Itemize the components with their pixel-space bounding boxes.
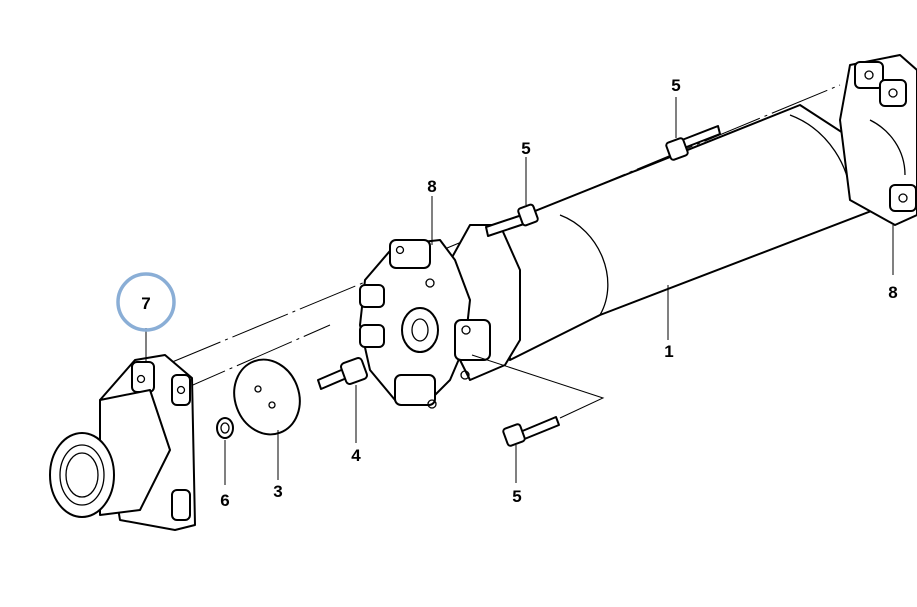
callout-5-top[interactable]: 5 [671,76,680,95]
axis-line-lower [169,324,331,396]
callout-8-right[interactable]: 8 [888,283,897,302]
joint-left[interactable] [359,224,521,409]
callout-8-left[interactable]: 8 [427,177,436,196]
bolt-top[interactable] [665,125,721,161]
callout-4[interactable]: 4 [351,446,361,465]
callout-7[interactable]: 7 [141,294,150,313]
joint-right[interactable] [839,54,917,226]
screw-small[interactable] [317,357,368,390]
flange[interactable] [49,354,196,531]
disc[interactable] [224,350,310,443]
bolt-mid[interactable] [485,203,539,237]
ring[interactable] [216,417,234,439]
callout-5-mid[interactable]: 5 [521,139,530,158]
callout-1[interactable]: 1 [664,342,673,361]
leader-5-split [471,354,605,419]
callout-7-highlight [116,272,176,332]
callout-6[interactable]: 6 [220,491,229,510]
shaft-tube[interactable] [499,104,901,361]
callout-3[interactable]: 3 [273,482,282,501]
callout-5-bottom[interactable]: 5 [512,487,521,506]
bolt-bottom[interactable] [502,416,560,447]
